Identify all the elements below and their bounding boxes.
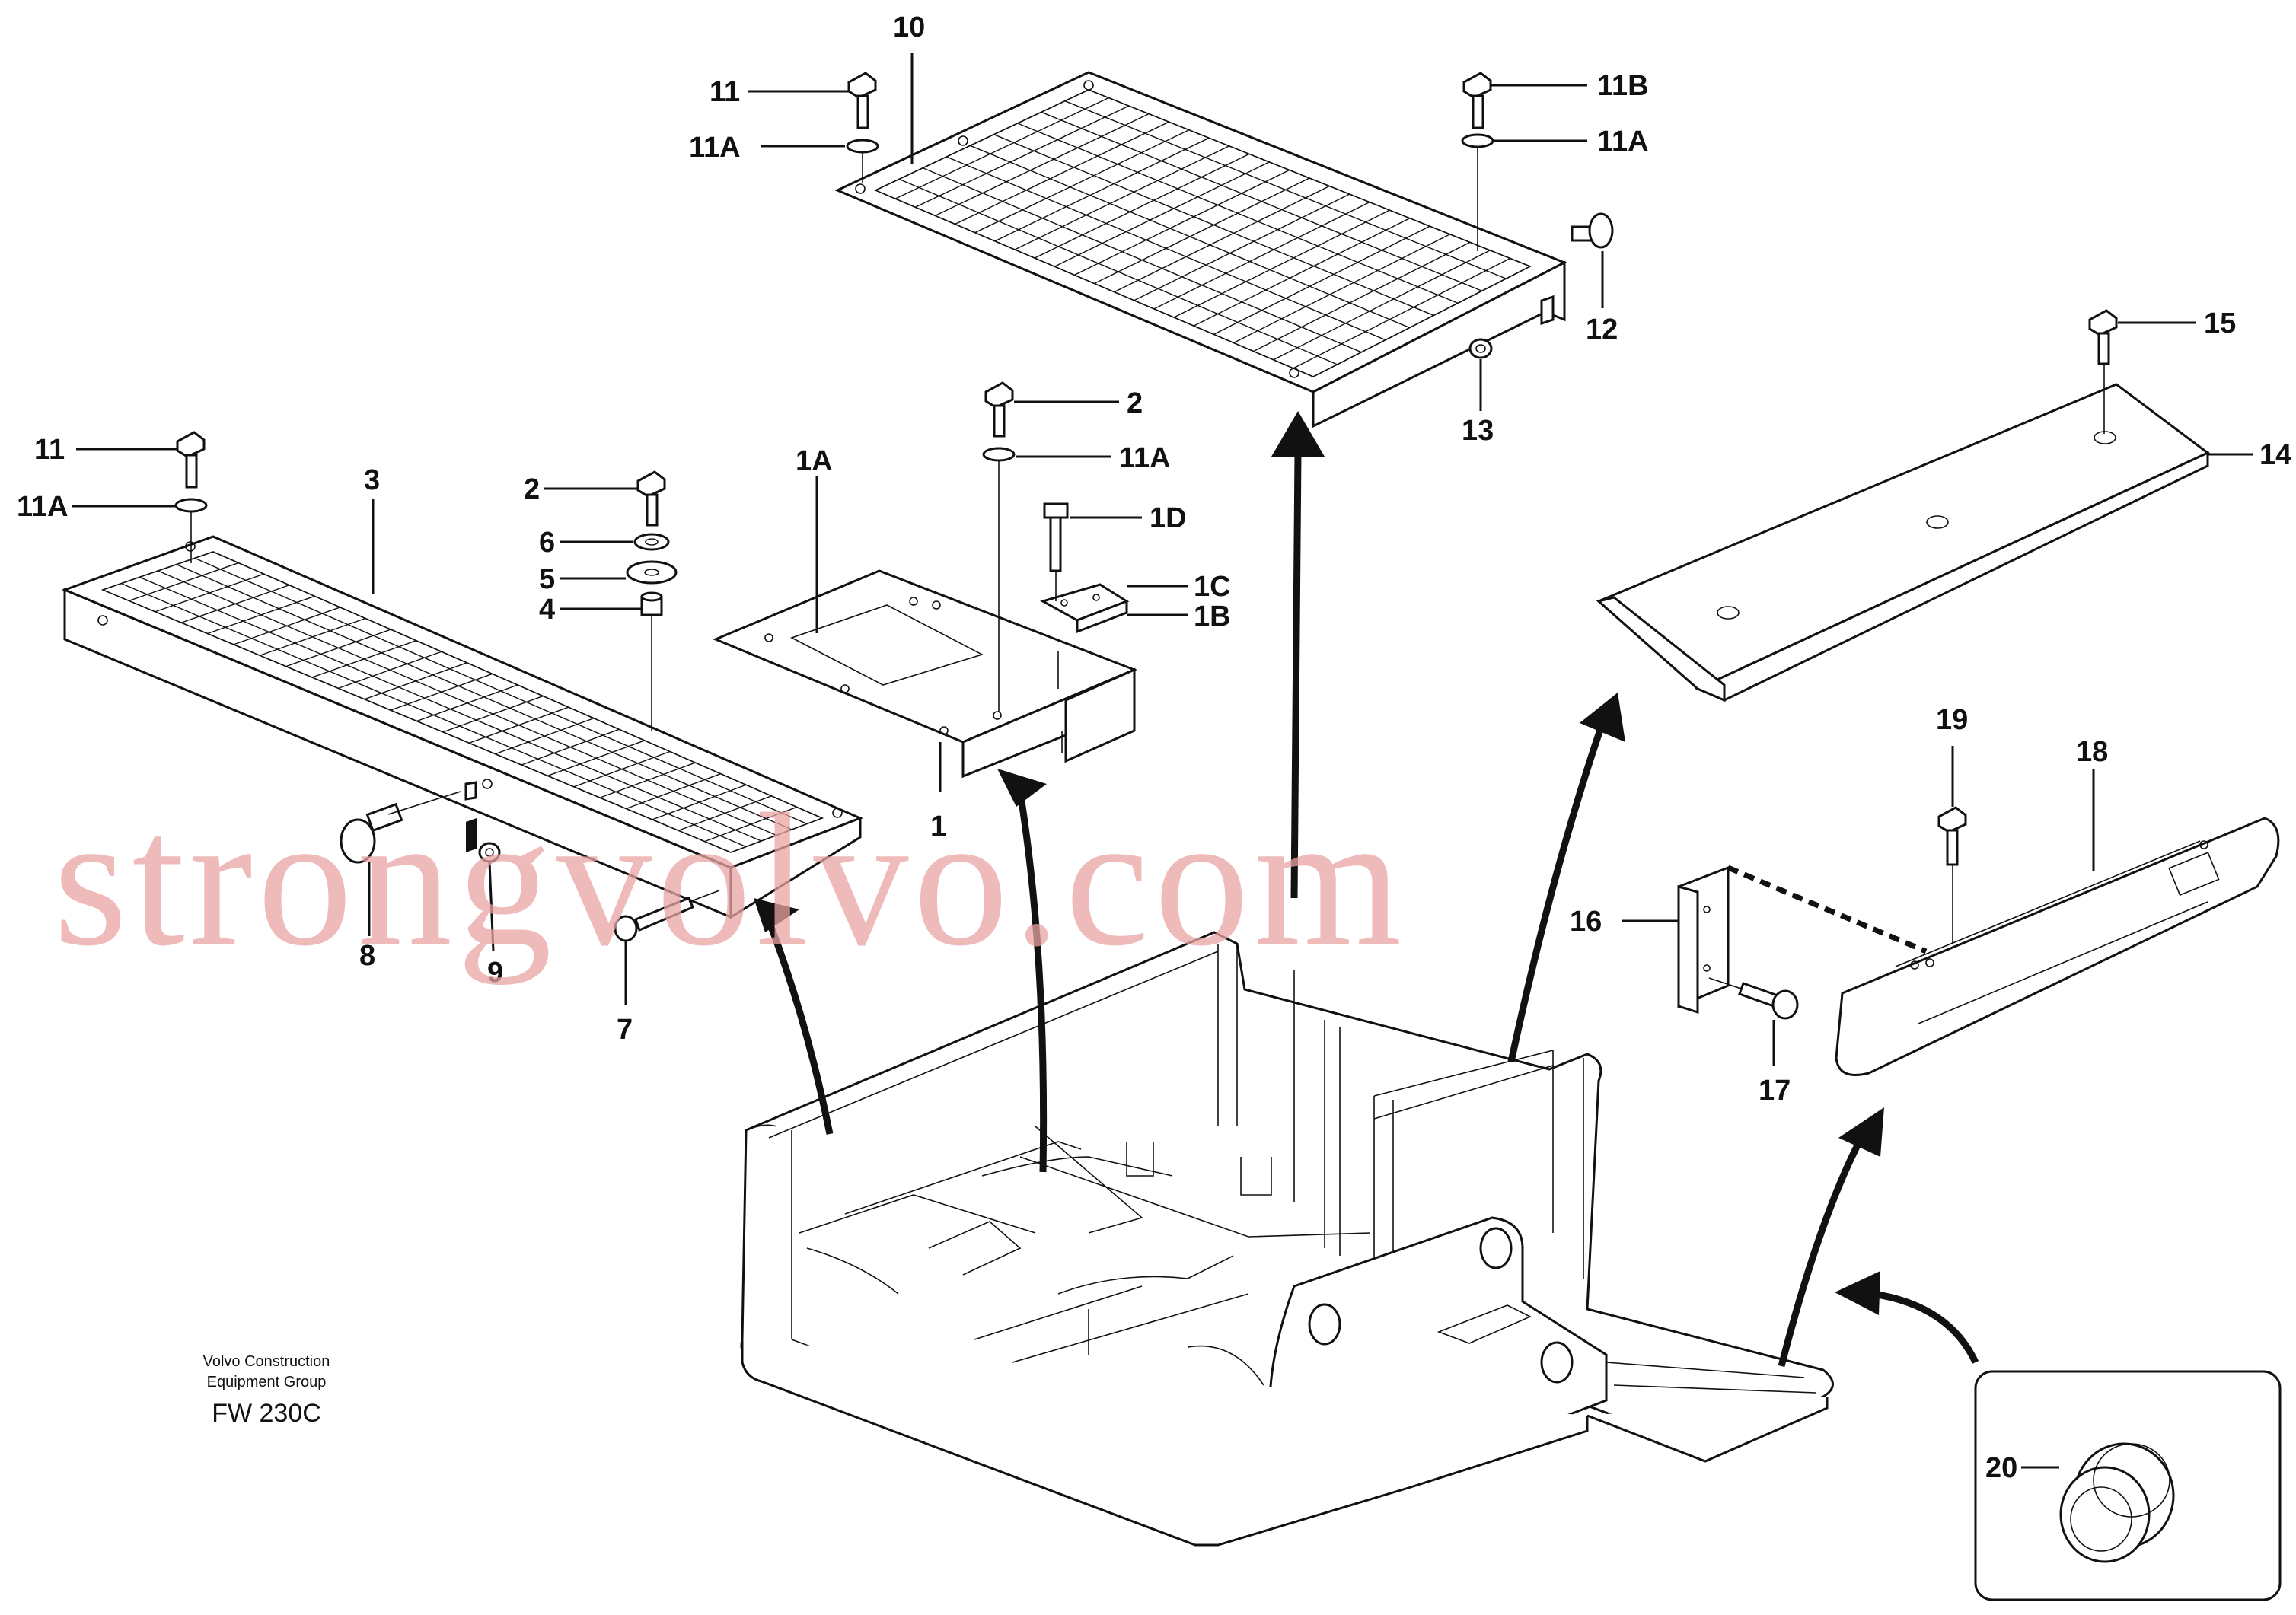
side-step <box>1835 817 2280 1076</box>
callout-4: 4 <box>539 594 555 626</box>
plug-inset <box>1974 1370 2282 1601</box>
nut-9 <box>478 842 501 863</box>
bolt-11b <box>1461 72 1494 251</box>
callout-17: 17 <box>1759 1075 1791 1107</box>
callout-1c: 1C <box>1194 571 1231 603</box>
bolt-15 <box>2088 309 2118 434</box>
callout-2-left: 2 <box>524 473 540 505</box>
callout-1: 1 <box>930 811 946 843</box>
assembly-arrows <box>754 411 1979 1368</box>
callout-3: 3 <box>364 464 380 496</box>
cover-plate <box>713 569 1137 779</box>
step-cover <box>1596 383 2210 702</box>
callout-16: 16 <box>1570 906 1602 938</box>
callout-6: 6 <box>539 527 555 559</box>
bolt-2-mid <box>982 381 1016 712</box>
callout-11a-left: 11A <box>17 491 69 523</box>
left-floor-grating <box>61 535 863 919</box>
bolt-11-top <box>846 72 879 183</box>
callout-11-left: 11 <box>34 434 65 466</box>
bolt-11-left <box>174 431 208 563</box>
knob-12 <box>1540 212 1614 326</box>
leader-lines <box>72 53 2253 1066</box>
bracket <box>1677 865 1928 1015</box>
hinge-bracket <box>1040 583 1130 634</box>
callout-7: 7 <box>617 1014 633 1046</box>
callout-2-mid: 2 <box>1127 387 1143 419</box>
footer: Volvo Construction Equipment Group FW 23… <box>203 1353 330 1428</box>
callout-14: 14 <box>2259 439 2291 471</box>
fastener-stack <box>626 470 678 731</box>
callout-1d: 1D <box>1150 502 1187 534</box>
watermark: strongvolvo.com <box>53 775 1406 986</box>
top-floor-grating <box>834 71 1567 428</box>
company-line-1: Volvo Construction <box>203 1353 330 1370</box>
callout-18: 18 <box>2076 736 2108 768</box>
bolt-7 <box>614 890 720 942</box>
bolt-17 <box>1708 977 1799 1020</box>
callout-12: 12 <box>1586 314 1618 346</box>
callout-1a: 1A <box>796 445 833 477</box>
callout-10: 10 <box>893 11 925 43</box>
nut-13 <box>1468 338 1493 359</box>
callout-11a-mid: 11A <box>1119 442 1171 474</box>
callout-11a-top-right: 11A <box>1597 126 1649 158</box>
drawing-code: FW 230C <box>212 1399 321 1428</box>
company-line-2: Equipment Group <box>207 1374 327 1390</box>
bolt-19 <box>1937 806 1967 944</box>
callout-9: 9 <box>487 957 503 989</box>
callout-8: 8 <box>359 940 375 972</box>
callout-1b: 1B <box>1194 600 1231 632</box>
callout-11-top: 11 <box>710 76 740 108</box>
lower-frame <box>741 1339 1829 1547</box>
callout-11b: 11B <box>1597 70 1649 102</box>
knob-8 <box>340 781 477 864</box>
callout-19: 19 <box>1936 704 1968 736</box>
callout-labels: 10 11 11A 11B 11A 12 13 15 14 2 11A 1D 1… <box>17 11 2291 1484</box>
callout-5: 5 <box>539 563 555 595</box>
callout-20: 20 <box>1985 1452 2017 1484</box>
bolt-1d <box>1043 502 1069 601</box>
callout-11a-top: 11A <box>689 132 741 164</box>
callout-13: 13 <box>1462 415 1494 447</box>
callout-15: 15 <box>2204 307 2236 339</box>
